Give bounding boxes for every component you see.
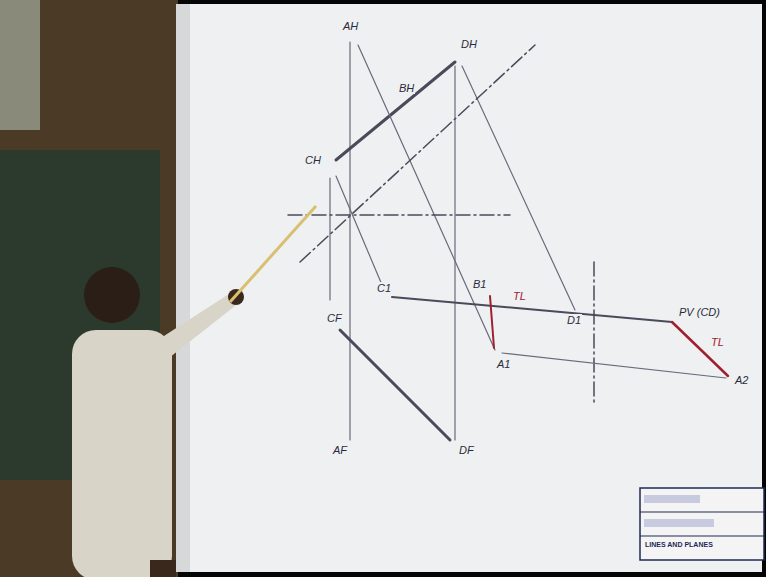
point-label: CF [326, 312, 343, 324]
projection-screen [176, 4, 762, 572]
point-label: CH [304, 154, 322, 166]
point-label: BH [398, 82, 415, 94]
title-block-text: LINES AND PLANES [644, 541, 714, 549]
lecturer [72, 206, 316, 577]
point-label: PV (CD) [678, 306, 721, 318]
point-label: TL [710, 336, 725, 348]
point-label: DH [460, 38, 478, 50]
screen-edge [176, 4, 190, 572]
point-label: B1 [472, 278, 487, 290]
point-label: A1 [496, 358, 511, 370]
point-label: AH [342, 20, 359, 32]
point-label: AF [332, 444, 348, 456]
point-label: TL [512, 290, 527, 302]
point-label: C1 [376, 282, 392, 294]
point-label: A2 [734, 374, 749, 386]
window [0, 0, 40, 130]
point-label: DF [458, 444, 475, 456]
title-block [640, 488, 764, 560]
point-label: D1 [566, 314, 582, 326]
geometry-lines [288, 42, 728, 440]
